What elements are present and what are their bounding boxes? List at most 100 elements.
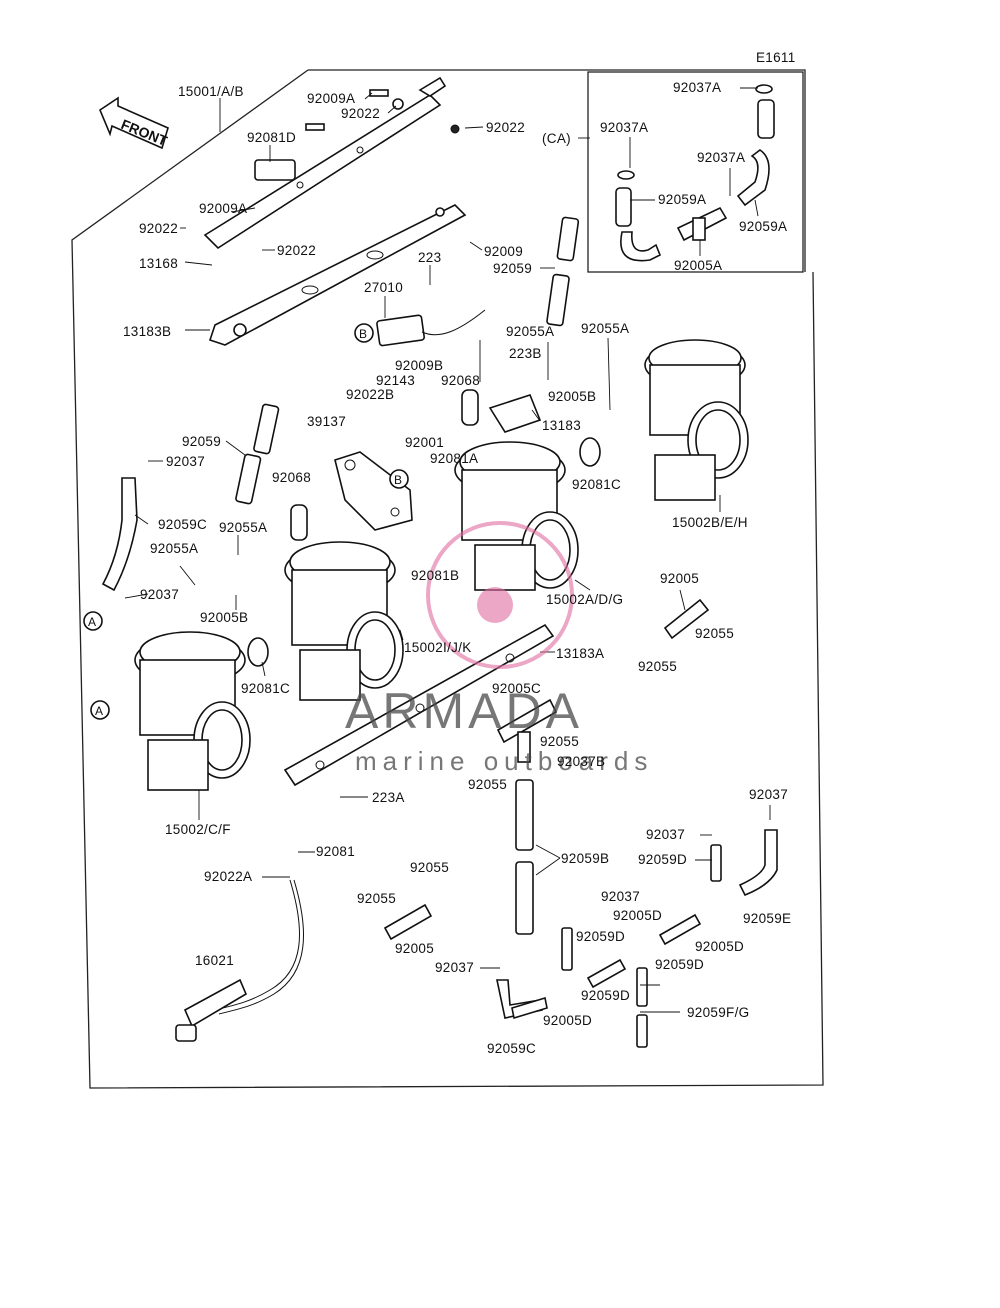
callout-223B: 223B: [509, 346, 542, 361]
callout-92059-top: 92059: [493, 261, 532, 276]
watermark-tagline: marine outboards: [355, 746, 653, 776]
callout-labels: E1611 (CA) 15001/A/B 92009A 92022 92022 …: [123, 50, 796, 1056]
callout-92081: 92081: [316, 844, 355, 859]
callout-92037-c: 92037: [749, 787, 788, 802]
armada-watermark: ARMADA marine outboards: [345, 521, 653, 776]
callout-92059-left: 92059: [182, 434, 221, 449]
callout-13183A: 13183A: [556, 646, 604, 661]
hose-92059C-left: [101, 477, 138, 592]
callout-92022-d: 92022: [277, 243, 316, 258]
callout-92037-b: 92037: [140, 587, 179, 602]
ref-B-top: B: [359, 327, 367, 341]
callout-92022B: 92022B: [346, 387, 394, 402]
callout-92059B: 92059B: [561, 851, 609, 866]
callout-92059D-a: 92059D: [638, 852, 687, 867]
callout-92081D: 92081D: [247, 130, 296, 145]
carburetor-15002-C-F: [134, 631, 251, 791]
callout-92037-f: 92037: [435, 960, 474, 975]
callout-92059E: 92059E: [743, 911, 791, 926]
fuel-joint-92005C: [496, 698, 558, 763]
callout-92005C: 92005C: [492, 681, 541, 696]
callout-92081B: 92081B: [411, 568, 459, 583]
callout-92055A-c: 92055A: [219, 520, 267, 535]
watermark-brand: ARMADA: [345, 683, 583, 739]
callout-92009B: 92009B: [395, 358, 443, 373]
callout-92005B-b: 92005B: [200, 610, 248, 625]
callout-92005-b: 92005: [395, 941, 434, 956]
callout-92055-a: 92055: [695, 626, 734, 641]
callout-92081A: 92081A: [430, 451, 478, 466]
callout-15002B-E-H: 15002B/E/H: [672, 515, 748, 530]
callout-92005-a: 92005: [660, 571, 699, 586]
callout-92037-left: 92037: [166, 454, 205, 469]
choke-link-rod: [203, 76, 460, 250]
callout-13168: 13168: [139, 256, 178, 271]
callout-92037B: 92037B: [557, 754, 605, 769]
callout-92059D-c: 92059D: [655, 957, 704, 972]
callout-92055A-d: 92055A: [150, 541, 198, 556]
ca-hose-assembly: [615, 84, 775, 262]
callout-15001: 15001/A/B: [178, 84, 244, 99]
callout-92081C-a: 92081C: [572, 477, 621, 492]
callout-92055-c: 92055: [540, 734, 579, 749]
callout-92055-e: 92055: [410, 860, 449, 875]
callout-15002A-D-G: 15002A/D/G: [546, 592, 623, 607]
callout-92059C-b: 92059C: [487, 1041, 536, 1056]
carburetor-15002I-J-K: [284, 541, 404, 701]
throttle-link-plate-13183B: [208, 204, 467, 346]
springs-92081C: [247, 437, 601, 667]
callout-92001: 92001: [405, 435, 444, 450]
ca-label: (CA): [542, 131, 571, 146]
ref-B-mid: B: [394, 473, 402, 487]
leader-lines: [124, 87, 771, 1013]
ref-A-left: A: [88, 615, 96, 629]
callout-92037A-b: 92037A: [600, 120, 648, 135]
callout-92022-a: 92022: [341, 106, 380, 121]
spring-92081D: [254, 159, 296, 181]
callout-92059A-a: 92059A: [658, 192, 706, 207]
callout-92037A-c: 92037A: [697, 150, 745, 165]
callout-92081C-b: 92081C: [241, 681, 290, 696]
bracket-13183: [488, 394, 542, 433]
fitting-92005: [383, 598, 710, 941]
callout-92068-left: 92068: [272, 470, 311, 485]
callout-92022-b: 92022: [486, 120, 525, 135]
diagram-frame: [71, 69, 824, 1089]
callout-92059D-b: 92059D: [576, 929, 625, 944]
carburetor-15002B-E-H: [644, 339, 749, 501]
hose-92059-top: [546, 216, 580, 327]
hose-92059-left: [235, 403, 280, 505]
callout-92055A-a: 92055A: [506, 324, 554, 339]
callout-92059C-a: 92059C: [158, 517, 207, 532]
callout-223A: 223A: [372, 790, 405, 805]
callout-92022A: 92022A: [204, 869, 252, 884]
ref-A-carb: A: [95, 704, 103, 718]
callout-13183: 13183: [542, 418, 581, 433]
callout-92068-top: 92068: [441, 373, 480, 388]
callout-92005D-c: 92005D: [543, 1013, 592, 1028]
choke-cable-16021: [175, 879, 304, 1042]
callout-13183B: 13183B: [123, 324, 171, 339]
callout-92009: 92009: [484, 244, 523, 259]
callout-92009A-mid: 92009A: [199, 201, 247, 216]
sensor-27010: [376, 309, 486, 347]
diagram-code: E1611: [756, 50, 796, 65]
callout-92005B-a: 92005B: [548, 389, 596, 404]
callout-92059A-b: 92059A: [739, 219, 787, 234]
front-arrow-icon: FRONT: [99, 96, 170, 150]
callout-92055-f: 92055: [357, 891, 396, 906]
watermark-logo-hub-icon: [477, 587, 513, 623]
hose-set-92059D-E-F: [496, 829, 778, 1048]
callout-16021: 16021: [195, 953, 234, 968]
callout-92059D-d: 92059D: [581, 988, 630, 1003]
callout-92022-c: 92022: [139, 221, 178, 236]
watermark-logo-ring-icon: [426, 521, 574, 669]
callout-92055-b: 92055: [638, 659, 677, 674]
callout-92059F-G: 92059F/G: [687, 1005, 749, 1020]
callout-92005D-b: 92005D: [695, 939, 744, 954]
callout-92005A: 92005A: [674, 258, 722, 273]
callout-15002I-J-K: 15002I/J/K: [404, 640, 472, 655]
hose-92068: [290, 389, 479, 541]
callout-39137: 39137: [307, 414, 346, 429]
callout-92055A-b: 92055A: [581, 321, 629, 336]
